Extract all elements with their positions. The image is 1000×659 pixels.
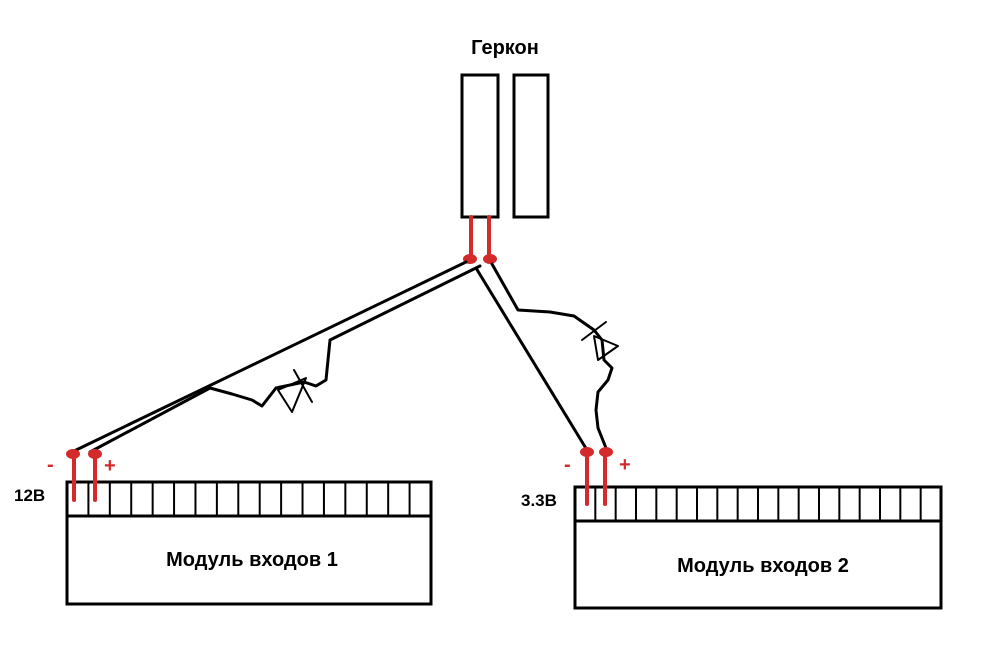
module-2-plus-sign: +	[619, 454, 631, 476]
module-1: Модуль входов 1 12В - +	[14, 449, 433, 606]
wire-m1-plus	[88, 264, 482, 454]
diode-2	[581, 321, 619, 361]
diode-2-bar	[581, 321, 607, 341]
wire-m2-minus	[474, 266, 589, 452]
diode-2-triangle	[593, 335, 619, 361]
module-1-pin-minus-end	[66, 449, 80, 459]
module-2-body	[573, 518, 943, 610]
module-2-label: Модуль входов 2	[677, 555, 849, 577]
reed-switch-label: Геркон	[471, 37, 539, 59]
module-2-pin-minus-end	[580, 447, 594, 457]
reed-contact-left	[460, 73, 500, 219]
reed-contact-right	[512, 73, 550, 219]
module-2-voltage: 3.3В	[521, 491, 557, 510]
diode-1-triangle	[277, 377, 307, 413]
module-1-plus-sign: +	[104, 455, 116, 477]
module-1-label: Модуль входов 1	[166, 549, 338, 571]
module-1-body	[65, 513, 433, 606]
module-1-terminal-dividers	[87, 482, 411, 516]
wire-m2-plus	[490, 262, 614, 450]
module-2-minus-sign: -	[564, 454, 571, 476]
diode-1	[277, 369, 313, 413]
module-1-terminal-strip	[65, 480, 433, 518]
module-2-terminal-dividers	[594, 487, 922, 521]
reed-switch: Геркон	[460, 37, 550, 264]
wire-m1-minus	[70, 260, 468, 454]
module-2-pin-plus-end	[599, 447, 613, 457]
module-1-pin-plus-end	[88, 449, 102, 459]
reed-pin-right-end	[483, 254, 497, 264]
module-1-minus-sign: -	[47, 454, 54, 476]
module-2: Модуль входов 2 3.3В - +	[521, 447, 943, 610]
wires-module-1	[70, 260, 482, 454]
module-1-voltage: 12В	[14, 486, 45, 505]
wires-module-2	[474, 262, 619, 452]
diode-1-bar	[293, 369, 313, 403]
